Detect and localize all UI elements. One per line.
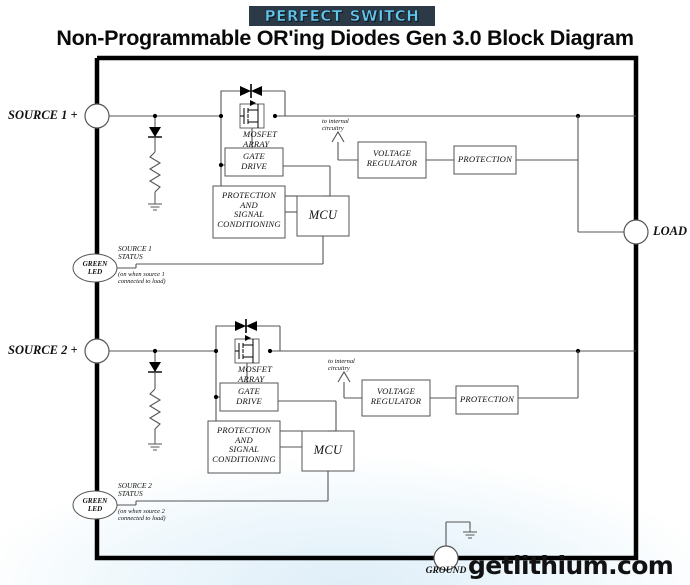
source2-oring-diode-symbol bbox=[235, 319, 257, 333]
source1-status-label: SOURCE 1 STATUS bbox=[118, 244, 152, 262]
source2-status-label: SOURCE 2 STATUS bbox=[118, 481, 152, 499]
to-internal-circuitry-arrow-1 bbox=[331, 130, 358, 161]
source2-clamp-branch bbox=[147, 348, 163, 451]
source2-label: SOURCE 2 + bbox=[8, 343, 78, 357]
source1-mosfet-symbol bbox=[239, 100, 265, 129]
protection-box-2 bbox=[455, 385, 519, 415]
voltage-regulator-box-2 bbox=[361, 379, 431, 417]
protection-label-2: PROTECTION bbox=[459, 394, 515, 404]
source2-bypass-path bbox=[215, 325, 281, 441]
to-internal-circuitry-arrow-2 bbox=[337, 370, 362, 399]
mosfet-array-label-1: MOSFET ARRAY bbox=[243, 129, 278, 149]
getlithium-brand: getlithium.com bbox=[468, 551, 674, 580]
gate-drive-label-1: GATE DRIVE bbox=[241, 151, 267, 171]
enclosure-border bbox=[94, 55, 639, 561]
mcu-label-2: MCU bbox=[313, 443, 343, 457]
protection-signal-label-2: PROTECTION AND SIGNAL CONDITIONING bbox=[212, 425, 276, 464]
protection-signal-box-1 bbox=[212, 185, 286, 239]
ground-terminal[interactable] bbox=[433, 545, 459, 571]
gate-drive-box-2 bbox=[219, 382, 279, 412]
mcu-box-2 bbox=[301, 430, 355, 472]
source1-clamp-branch bbox=[147, 113, 163, 211]
voltage-regulator-label-1: VOLTAGE REGULATOR bbox=[366, 148, 418, 168]
mcu-box-1 bbox=[296, 195, 350, 237]
protection-box-1 bbox=[453, 145, 517, 175]
logo-word-perfect: PERFECT bbox=[264, 6, 343, 25]
ground-label: GROUND bbox=[425, 566, 467, 576]
source1-oring-diode-symbol bbox=[240, 84, 262, 98]
source2-mosfet-symbol bbox=[234, 335, 260, 364]
perfect-switch-logo: PERFECT SWITCH bbox=[249, 6, 435, 26]
load-label: LOAD bbox=[653, 224, 688, 238]
channel-2 bbox=[72, 319, 636, 520]
logo-word-switch: SWITCH bbox=[349, 6, 420, 25]
source2-terminal[interactable] bbox=[84, 338, 110, 364]
load-terminal[interactable] bbox=[623, 219, 649, 245]
channel-1 bbox=[72, 84, 636, 283]
source2-status-note: (on when source 2 connected to load) bbox=[118, 508, 166, 523]
green-led-label-1: GREEN LED bbox=[82, 260, 108, 277]
to-internal-circuitry-label-1: to internal circuitry bbox=[322, 118, 349, 133]
voltage-regulator-box-1 bbox=[357, 141, 427, 179]
gate-drive-label-2: GATE DRIVE bbox=[236, 386, 262, 406]
protection-signal-box-2 bbox=[207, 420, 281, 474]
mcu-label-1: MCU bbox=[308, 208, 338, 222]
channel1-interconnects bbox=[136, 165, 331, 265]
mosfet-array-label-2: MOSFET ARRAY bbox=[238, 364, 273, 384]
ground-branch bbox=[445, 521, 478, 546]
protection-label-1: PROTECTION bbox=[457, 154, 513, 164]
voltage-regulator-label-2: VOLTAGE REGULATOR bbox=[370, 386, 422, 406]
page-title: Non-Programmable OR'ing Diodes Gen 3.0 B… bbox=[56, 26, 634, 50]
channel2-interconnects bbox=[136, 400, 337, 502]
green-led-label-2: GREEN LED bbox=[82, 497, 108, 514]
source1-terminal[interactable] bbox=[84, 103, 110, 129]
to-internal-circuitry-label-2: to internal circuitry bbox=[328, 358, 355, 373]
source1-label: SOURCE 1 + bbox=[8, 108, 78, 122]
protection-signal-label-1: PROTECTION AND SIGNAL CONDITIONING bbox=[217, 190, 281, 229]
source1-status-note: (on when source 1 connected to load) bbox=[118, 271, 166, 286]
gate-drive-box-1 bbox=[224, 147, 284, 177]
